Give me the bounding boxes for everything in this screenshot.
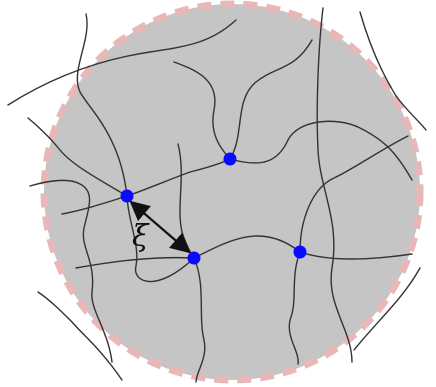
mesh-size-label: ξ (132, 219, 150, 254)
crosslink-node-left (121, 190, 134, 203)
crosslink-node-center (188, 252, 201, 265)
crosslink-node-top (224, 153, 237, 166)
crosslink-node-right (294, 246, 307, 259)
